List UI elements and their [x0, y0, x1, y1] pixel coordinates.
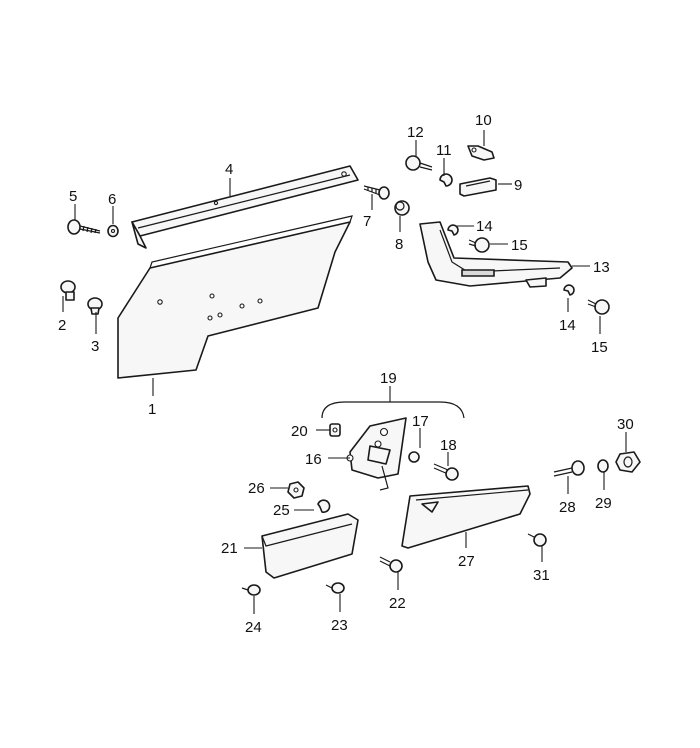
washer-29 [597, 459, 609, 473]
armrest-13 [419, 221, 573, 288]
leader-lines [62, 130, 627, 614]
screw-24 [241, 584, 261, 596]
screw-23 [325, 582, 345, 594]
screw-15-upper [468, 237, 490, 253]
callout-2: 2 [58, 317, 66, 334]
screw-22 [379, 556, 403, 573]
screw-31 [527, 533, 547, 547]
callout-3: 3 [91, 338, 99, 355]
bracket-bracket-19 [321, 401, 465, 419]
door-trim-panel [117, 215, 353, 379]
screw-5 [67, 219, 101, 235]
nut-26 [287, 481, 305, 499]
callout-29: 29 [595, 495, 612, 512]
callout-25: 25 [273, 502, 290, 519]
callout-27: 27 [458, 553, 475, 570]
clip-20 [329, 423, 341, 437]
callout-11: 11 [436, 142, 452, 159]
callout-16: 16 [305, 451, 322, 468]
callout-23: 23 [331, 617, 348, 634]
callout-5: 5 [69, 188, 77, 205]
callout-30: 30 [617, 416, 634, 433]
washer-6 [107, 224, 119, 238]
callout-31: 31 [533, 567, 550, 584]
clip-2 [60, 280, 76, 301]
callout-4: 4 [225, 161, 233, 178]
callout-13: 13 [593, 259, 610, 276]
clip-3 [87, 297, 103, 315]
callout-9: 9 [514, 177, 522, 194]
screw-18 [433, 463, 459, 481]
callout-24: 24 [245, 619, 262, 636]
callout-15-upper: 15 [511, 237, 528, 254]
door-pocket-21 [261, 513, 359, 579]
callout-6: 6 [108, 191, 116, 208]
callout-7: 7 [363, 213, 371, 230]
callout-26: 26 [248, 480, 265, 497]
callout-19: 19 [380, 370, 397, 387]
callout-12: 12 [407, 124, 424, 141]
callout-21: 21 [221, 540, 238, 557]
screw-7 [363, 185, 390, 200]
callout-18: 18 [440, 437, 457, 454]
clip-25 [317, 499, 331, 513]
callout-15-lower: 15 [591, 339, 608, 356]
lower-trim-27 [401, 485, 531, 549]
callout-labels: 1 2 3 4 5 6 7 8 9 10 11 12 13 14 14 15 1… [58, 112, 634, 636]
callout-14-lower: 14 [559, 317, 576, 334]
upper-trim-strip [131, 165, 359, 249]
callout-20: 20 [291, 423, 308, 440]
washer-17 [408, 451, 420, 463]
callout-1: 1 [148, 401, 156, 418]
callout-10: 10 [475, 112, 492, 129]
screw-15-lower [587, 299, 610, 315]
callout-22: 22 [389, 595, 406, 612]
lock-plate-16 [346, 417, 407, 491]
callout-8: 8 [395, 236, 403, 253]
clip-14-upper [447, 224, 459, 236]
callout-28: 28 [559, 499, 576, 516]
cap-nut-30 [615, 451, 641, 473]
clip-14-lower [563, 284, 575, 296]
latch-10 [467, 145, 495, 161]
plug-8 [394, 200, 410, 216]
screw-12 [405, 155, 433, 171]
stud-28 [553, 460, 585, 477]
handle-cover-9 [459, 177, 497, 197]
callout-17: 17 [412, 413, 429, 430]
clip-11 [439, 173, 453, 187]
callout-14-upper: 14 [476, 218, 493, 235]
